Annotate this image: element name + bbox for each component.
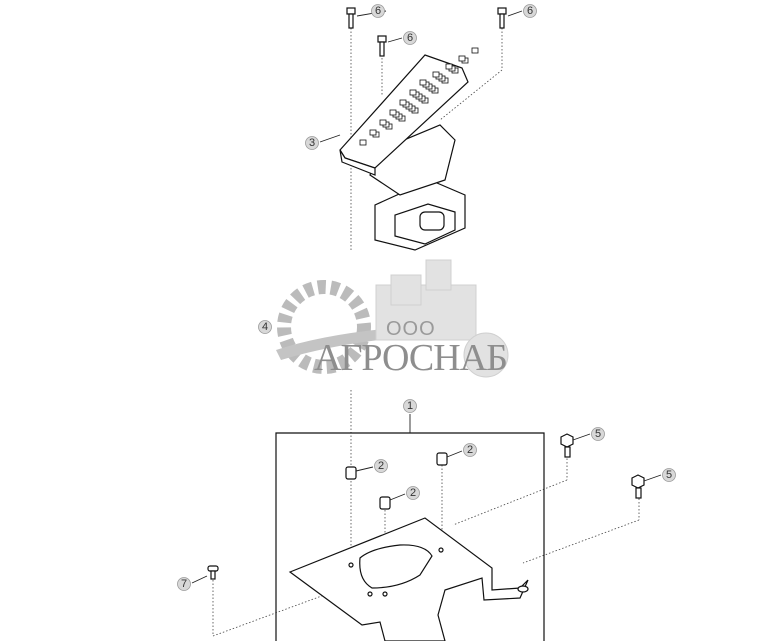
spacer-2-b (436, 452, 448, 466)
pedal-tread-cell (399, 99, 407, 106)
accelerator-pedal (319, 47, 479, 251)
callout-5-b: 5 (662, 468, 676, 482)
pedal-tread-cell (419, 79, 427, 86)
svg-text:2: 2 (467, 444, 473, 456)
callout-7: 7 (177, 577, 191, 591)
spacer-2-a (345, 466, 357, 480)
svg-text:6: 6 (375, 5, 381, 17)
svg-text:1: 1 (407, 400, 413, 412)
svg-text:2: 2 (410, 487, 416, 499)
svg-text:2: 2 (378, 460, 384, 472)
svg-text:7: 7 (181, 578, 187, 590)
callout-2-b: 2 (463, 443, 477, 457)
callout-6-left: 6 (371, 4, 385, 18)
pedal-tread-cell (379, 119, 387, 126)
watermark-logo: ООО АГРОСНАБ (246, 255, 536, 385)
pedal-tread-cell (432, 71, 440, 78)
pedal-tread-cell (458, 55, 466, 62)
pedal-tread-cell (359, 139, 367, 146)
bolt-5-b (631, 474, 662, 499)
harvester-gear-logo-icon (246, 255, 536, 385)
pedal-tread-cell (369, 129, 377, 136)
bolt-6-left (346, 7, 356, 29)
watermark-prefix: ООО (386, 318, 436, 340)
svg-text:6: 6 (527, 5, 533, 17)
bolt-5-a (560, 433, 591, 458)
callout-2-a: 2 (374, 459, 388, 473)
callout-1: 1 (403, 399, 417, 413)
pedal-tread-cell (445, 63, 453, 70)
pedal-tread-cell (389, 109, 397, 116)
callout-5-a: 5 (591, 427, 605, 441)
callout-6-mid: 6 (403, 31, 417, 45)
spacer-2-c (379, 496, 391, 510)
callout-6-right: 6 (523, 4, 537, 18)
callout-3: 3 (305, 136, 319, 150)
svg-text:3: 3 (309, 137, 315, 149)
bolt-6-mid (377, 35, 387, 57)
watermark-name: АГРОСНАБ (314, 337, 508, 379)
svg-text:5: 5 (666, 469, 672, 481)
svg-text:5: 5 (595, 428, 601, 440)
pedal-tread-cell (471, 47, 479, 54)
svg-text:6: 6 (407, 32, 413, 44)
screw-7 (191, 565, 219, 584)
bracket-assembly (275, 414, 545, 641)
bolt-6-right (497, 7, 507, 29)
callout-2-c: 2 (406, 486, 420, 500)
pedal-tread-cell (409, 89, 417, 96)
